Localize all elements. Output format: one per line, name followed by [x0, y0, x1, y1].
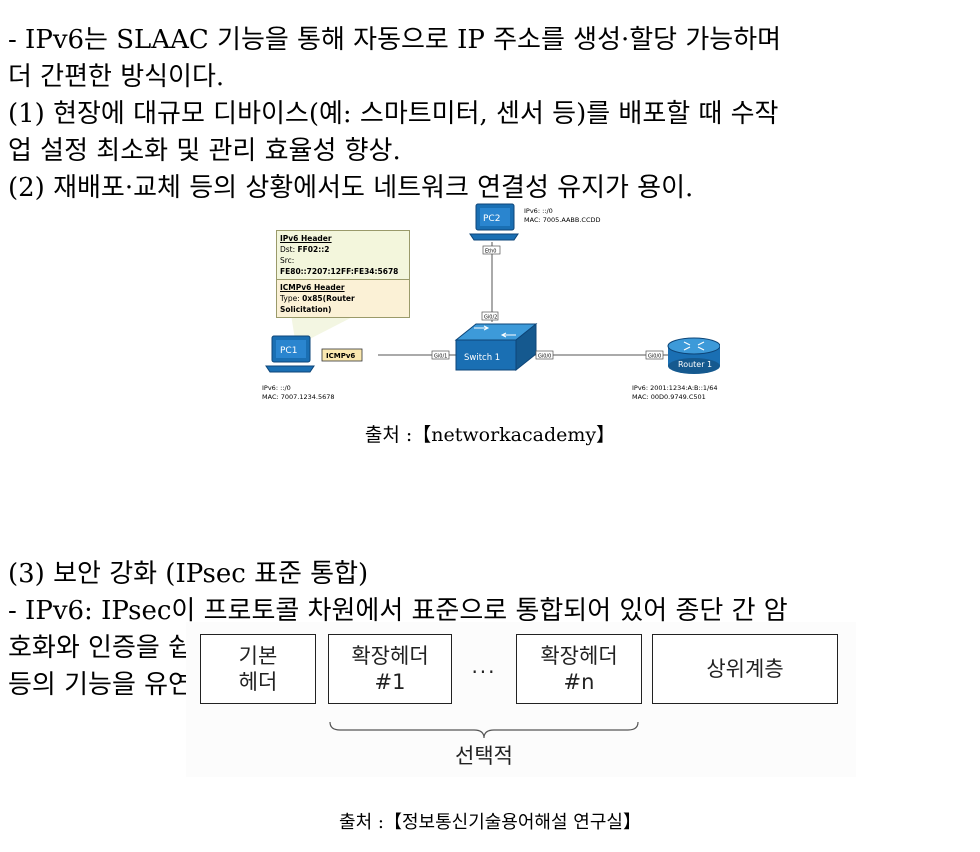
ipv6-header-title: IPv6 Header	[280, 234, 332, 243]
optional-brace	[329, 721, 639, 739]
pc1-ipv6: IPv6: ::/0	[262, 384, 291, 392]
figure-source-caption: 출처 :【정보통신기술용어해설 연구실】	[339, 812, 641, 833]
optional-label: 선택적	[455, 744, 513, 768]
router-icon	[667, 337, 720, 374]
icmpv6-packet	[321, 348, 363, 362]
type-value: 0x85(Router Solicitation)	[280, 294, 355, 314]
extension-header-n-cell: 확장헤더 #n	[516, 634, 642, 704]
router-label: Router 1	[678, 360, 712, 369]
item-3-heading: (3) 보안 강화 (IPsec 표준 통합)	[8, 559, 369, 589]
item-1-paragraph: (1) 현장에 대규모 디바이스(예: 스마트미터, 센서 등)를 배포할 때 …	[8, 99, 779, 166]
src-value: FE80::7207:12FF:FE34:5678	[280, 267, 399, 276]
type-label: Type:	[280, 294, 300, 303]
pc2-mac: MAC: 7005.AABB.CCDD	[524, 216, 601, 224]
switch-port-top: Gi0/2	[484, 315, 497, 321]
base-header-cell: 기본 헤더	[200, 634, 316, 704]
item-2-paragraph: (2) 재배포·교체 등의 상황에서도 네트워크 연결성 유지가 용이.	[8, 173, 694, 203]
router-mac: MAC: 00D0.9749.C501	[632, 393, 706, 401]
icmpv6-header-section: ICMPv6 Header Type: 0x85(Router Solicita…	[276, 280, 410, 318]
packet-header-box: IPv6 Header Dst: FF02::2 Src: FE80::7207…	[276, 230, 410, 318]
pc2-label: PC2	[483, 214, 500, 224]
ellipsis-dots: ···	[471, 660, 497, 684]
pc2-icon	[469, 203, 519, 241]
extension-header-1-cell: 확장헤더 #1	[328, 634, 452, 704]
dst-label: Dst:	[280, 245, 296, 254]
dst-value: FF02::2	[297, 245, 330, 254]
switch-label: Switch 1	[464, 353, 500, 363]
icmpv6-header-title: ICMPv6 Header	[280, 283, 345, 292]
upper-layer-cell: 상위계층	[652, 634, 838, 704]
pc1-label: PC1	[280, 346, 297, 356]
diagram-source-caption: 출처 :【networkacademy】	[364, 424, 616, 446]
switch-port-right: Gi0/0	[538, 354, 551, 360]
router-port: Gi0/0	[648, 354, 661, 360]
icmpv6-packet-label: ICMPv6	[326, 352, 355, 360]
pc2-port: Eth0	[485, 249, 496, 255]
extension-header-figure: 기본 헤더 확장헤더 #1 ··· 확장헤더 #n 상위계층 선택적	[186, 622, 856, 777]
pc1-mac: MAC: 7007.1234.5678	[262, 393, 335, 401]
pc1-icon	[265, 335, 315, 373]
intro-paragraph: - IPv6는 SLAAC 기능을 통해 자동으로 IP 주소를 생성·할당 가…	[8, 25, 782, 92]
network-diagram: PC2 IPv6: ::/0 MAC: 7005.AABB.CCDD Eth0 …	[262, 203, 720, 401]
switch-icon	[454, 322, 538, 372]
switch-port-left: Gi0/1	[434, 354, 447, 360]
router-ipv6: IPv6: 2001:1234:A:B::1/64	[632, 384, 718, 392]
ipv6-header-section: IPv6 Header Dst: FF02::2 Src: FE80::7207…	[276, 230, 410, 280]
src-label: Src:	[280, 256, 295, 265]
pc2-ipv6: IPv6: ::/0	[524, 207, 553, 215]
